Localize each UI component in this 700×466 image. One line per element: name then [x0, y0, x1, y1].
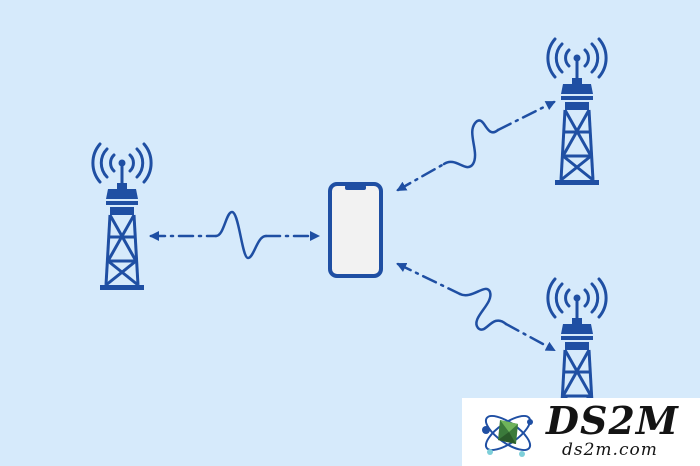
- signal-link-left: [149, 210, 320, 260]
- watermark: DS2M ds2m.com: [462, 398, 700, 466]
- cell-tower-icon-top-right: [546, 37, 608, 187]
- signal-link-top-right: [396, 100, 556, 192]
- watermark-title: DS2M: [546, 398, 679, 443]
- atom-logo-icon: [482, 414, 533, 457]
- signal-link-bottom-right: [396, 262, 556, 352]
- cell-tower-icon-left: [91, 142, 153, 292]
- smartphone-icon: [328, 182, 383, 278]
- watermark-url: ds2m.com: [562, 440, 658, 460]
